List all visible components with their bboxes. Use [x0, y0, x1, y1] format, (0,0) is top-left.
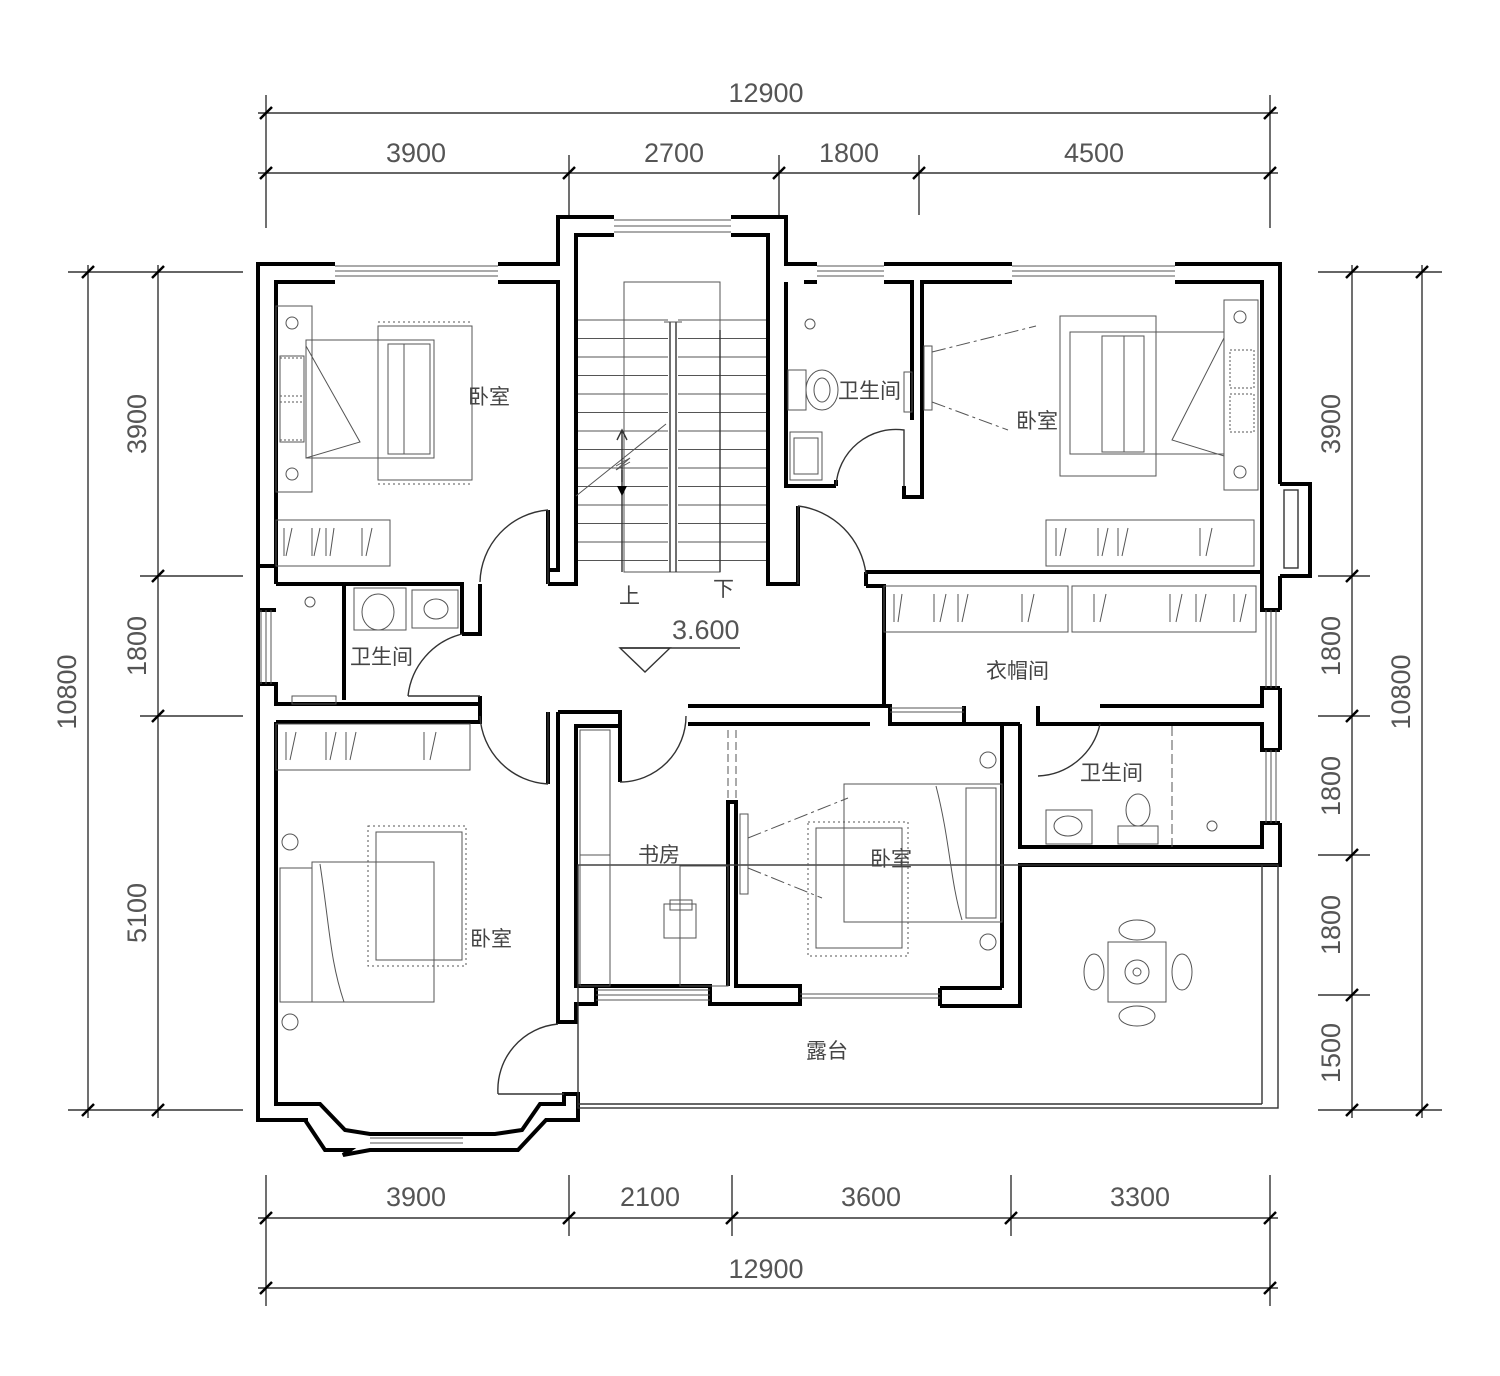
bed-ne — [1059, 299, 1259, 491]
dim-right-seg-2: 1800 — [1316, 616, 1346, 676]
wardrobe-ne — [1045, 519, 1255, 567]
bed-sw — [279, 825, 467, 1031]
label-study: 书房 — [638, 843, 680, 867]
wardrobe-nw — [275, 519, 391, 567]
east-bay — [1280, 482, 1312, 578]
dim-left-total: 10800 — [52, 654, 82, 729]
dim-right-seg-3: 1800 — [1316, 756, 1346, 816]
label-bath-east: 卫生间 — [1080, 761, 1143, 785]
dim-bottom-total: 12900 — [728, 1254, 803, 1284]
stair-down-label: 下 — [713, 577, 734, 601]
floor-level: 3.600 — [672, 615, 740, 645]
staircase — [575, 281, 766, 573]
dim-top-total: 12900 — [728, 78, 803, 108]
label-bath-west: 卫生间 — [350, 645, 413, 669]
dim-right-seg-4: 1800 — [1316, 895, 1346, 955]
dim-bottom-seg-4: 3300 — [1110, 1182, 1170, 1212]
dim-left-seg-3: 5100 — [122, 883, 152, 943]
dim-top-seg-3: 1800 — [819, 138, 879, 168]
fixtures-bath-west — [291, 587, 459, 705]
doors — [407, 428, 1101, 1095]
tv-ne — [923, 325, 1037, 431]
dim-left-seg-2: 1800 — [122, 616, 152, 676]
label-bedroom-ne: 卧室 — [1016, 409, 1058, 433]
dim-top-seg-2: 2700 — [644, 138, 704, 168]
dim-right-seg-5: 1500 — [1316, 1023, 1346, 1083]
walls — [256, 215, 1282, 1157]
label-bedroom-nw: 卧室 — [468, 385, 510, 409]
dim-right-seg-1: 3900 — [1316, 394, 1346, 454]
dim-left-seg-1: 3900 — [122, 394, 152, 454]
dim-top-seg-4: 4500 — [1064, 138, 1124, 168]
label-bath-north: 卫生间 — [838, 379, 901, 403]
bed-nw — [275, 305, 473, 493]
wardrobe-room-racks — [883, 585, 1257, 633]
study-furniture — [579, 729, 737, 987]
dim-bottom-seg-1: 3900 — [386, 1182, 446, 1212]
wardrobe-sw — [275, 723, 471, 771]
stair-up-label: 上 — [619, 584, 640, 608]
level-marker — [618, 647, 740, 673]
fixtures-bath-east — [1045, 726, 1218, 847]
terrace-outline — [577, 864, 1279, 1109]
terrace-table-set — [1083, 919, 1193, 1027]
dim-bottom-seg-3: 3600 — [841, 1182, 901, 1212]
bed-center — [739, 751, 1003, 957]
dim-right-total: 10800 — [1386, 654, 1416, 729]
fixtures-bath-north — [787, 318, 913, 481]
label-terrace: 露台 — [806, 1039, 848, 1063]
label-bedroom-sw: 卧室 — [470, 927, 512, 951]
label-wardrobe: 衣帽间 — [986, 659, 1049, 683]
dimension-lines — [68, 95, 1442, 1306]
windows — [260, 219, 1277, 1144]
dim-top-seg-1: 3900 — [386, 138, 446, 168]
dim-bottom-seg-2: 2100 — [620, 1182, 680, 1212]
label-bedroom-center: 卧室 — [870, 847, 912, 871]
